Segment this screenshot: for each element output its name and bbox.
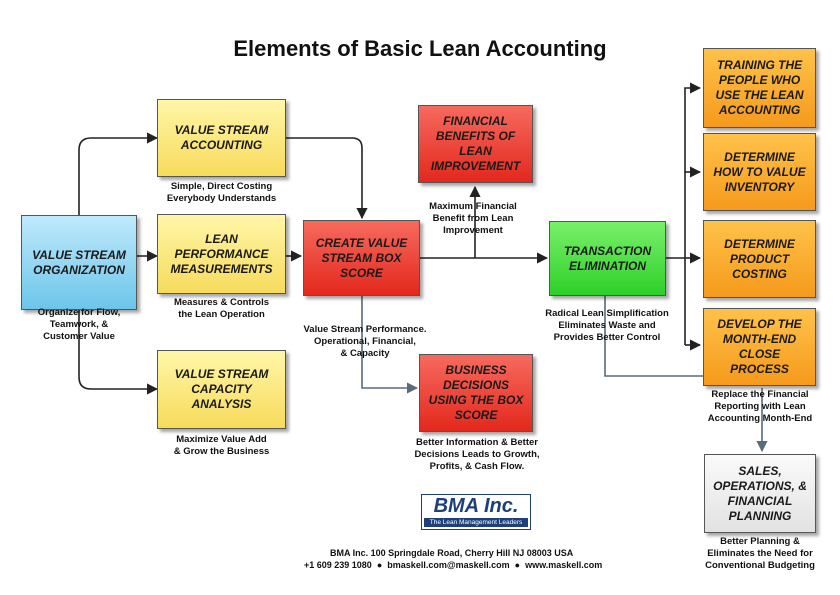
footer-web: www.maskell.com bbox=[525, 560, 603, 570]
bma-logo: BMA Inc. The Lean Management Leaders bbox=[421, 494, 531, 530]
transaction-elimination-caption: Radical Lean Simplification Eliminates W… bbox=[545, 308, 669, 343]
create-value-stream-box-score-box: CREATE VALUE STREAM BOX SCORE bbox=[303, 220, 420, 296]
value-stream-capacity-analysis-caption: Maximize Value Add & Grow the Business bbox=[173, 434, 270, 457]
month-end-close-caption: Replace the Financial Reporting with Lea… bbox=[707, 389, 813, 424]
business-decisions-caption: Better Information & Better Decisions Le… bbox=[414, 437, 540, 472]
month-end-close-box: DEVELOP THE MONTH-END CLOSE PROCESS bbox=[703, 308, 816, 386]
diagram-title: Elements of Basic Lean Accounting bbox=[233, 36, 607, 61]
financial-benefits-box: FINANCIAL BENEFITS OF LEAN IMPROVEMENT bbox=[418, 105, 533, 183]
logo-tagline: The Lean Management Leaders bbox=[424, 518, 528, 527]
logo-name: BMA Inc. bbox=[433, 495, 519, 517]
footer-address: BMA Inc. 100 Springdale Road, Cherry Hil… bbox=[330, 548, 574, 558]
value-stream-capacity-analysis-box: VALUE STREAM CAPACITY ANALYSIS bbox=[157, 350, 286, 429]
value-stream-organization-box: VALUE STREAM ORGANIZATION bbox=[21, 215, 137, 310]
lean-performance-measurements-caption: Measures & Controls the Lean Operation bbox=[173, 297, 270, 320]
footer-contact: +1 609 239 1080 ● bmaskell.com@maskell.c… bbox=[304, 560, 602, 570]
product-costing-box: DETERMINE PRODUCT COSTING bbox=[703, 220, 816, 298]
value-inventory-box: DETERMINE HOW TO VALUE INVENTORY bbox=[703, 133, 816, 211]
lean-performance-measurements-box: LEAN PERFORMANCE MEASUREMENTS bbox=[157, 214, 286, 294]
box-score-caption: Value Stream Performance. Operational, F… bbox=[303, 324, 427, 359]
financial-benefits-caption: Maximum Financial Benefit from Lean Impr… bbox=[429, 201, 517, 236]
footer-phone: +1 609 239 1080 bbox=[304, 560, 372, 570]
sales-operations-planning-caption: Better Planning & Eliminates the Need fo… bbox=[705, 536, 815, 571]
value-stream-organization-caption: Organize for Flow, Teamwork, & Customer … bbox=[37, 307, 121, 342]
sales-operations-planning-box: SALES, OPERATIONS, & FINANCIAL PLANNING bbox=[704, 454, 816, 533]
bullet-icon: ● bbox=[374, 560, 385, 570]
value-stream-accounting-box: VALUE STREAM ACCOUNTING bbox=[157, 99, 286, 177]
bullet-icon: ● bbox=[512, 560, 523, 570]
value-stream-accounting-caption: Simple, Direct Costing Everybody Underst… bbox=[166, 181, 277, 204]
transaction-elimination-box: TRANSACTION ELIMINATION bbox=[549, 221, 666, 296]
training-box: TRAINING THE PEOPLE WHO USE THE LEAN ACC… bbox=[703, 48, 816, 128]
business-decisions-box: BUSINESS DECISIONS USING THE BOX SCORE bbox=[419, 354, 533, 432]
footer-email: bmaskell.com@maskell.com bbox=[387, 560, 510, 570]
